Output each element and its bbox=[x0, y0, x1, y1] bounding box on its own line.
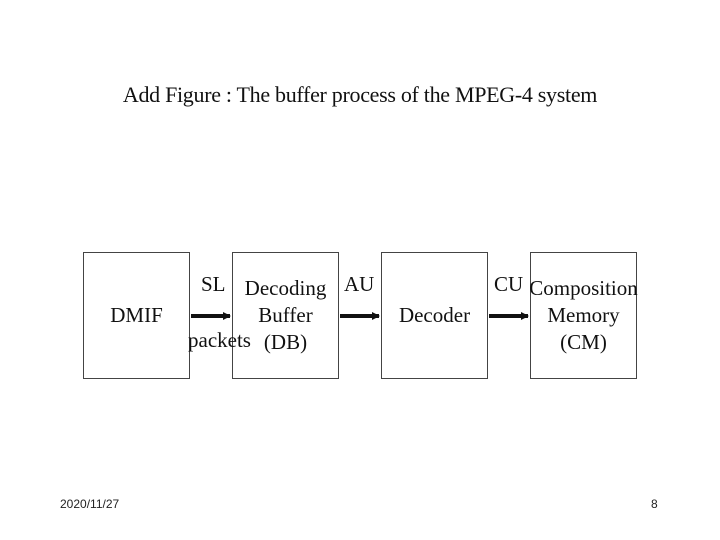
composition-memory-box: Composition Memory (CM) bbox=[529, 252, 638, 379]
decoding-buffer-box: Decoding Buffer (DB) bbox=[232, 252, 339, 379]
slide-title: Add Figure : The buffer process of the M… bbox=[122, 82, 598, 107]
edge-label-packets: packets bbox=[188, 328, 251, 352]
slide-page-number: 8 bbox=[651, 497, 658, 511]
slide-date: 2020/11/27 bbox=[60, 497, 120, 511]
decoding-buffer-label-line1: Decoding bbox=[244, 275, 327, 300]
decoder-box: Decoder bbox=[381, 252, 488, 379]
composition-memory-label-line2: Memory bbox=[547, 302, 620, 327]
decoder-label: Decoder bbox=[398, 302, 471, 327]
edge-label-au: AU bbox=[344, 272, 375, 296]
edge-label-sl: SL bbox=[201, 272, 226, 296]
composition-memory-label-line3: (CM) bbox=[560, 330, 607, 355]
dmif-box: DMIF bbox=[83, 252, 190, 379]
decoding-buffer-label-line2: Buffer bbox=[258, 302, 313, 327]
decoding-buffer-label-line3: (DB) bbox=[263, 330, 308, 355]
edge-label-cu: CU bbox=[494, 272, 524, 296]
dmif-label: DMIF bbox=[110, 302, 163, 327]
composition-memory-label-line1: Composition bbox=[529, 275, 638, 300]
